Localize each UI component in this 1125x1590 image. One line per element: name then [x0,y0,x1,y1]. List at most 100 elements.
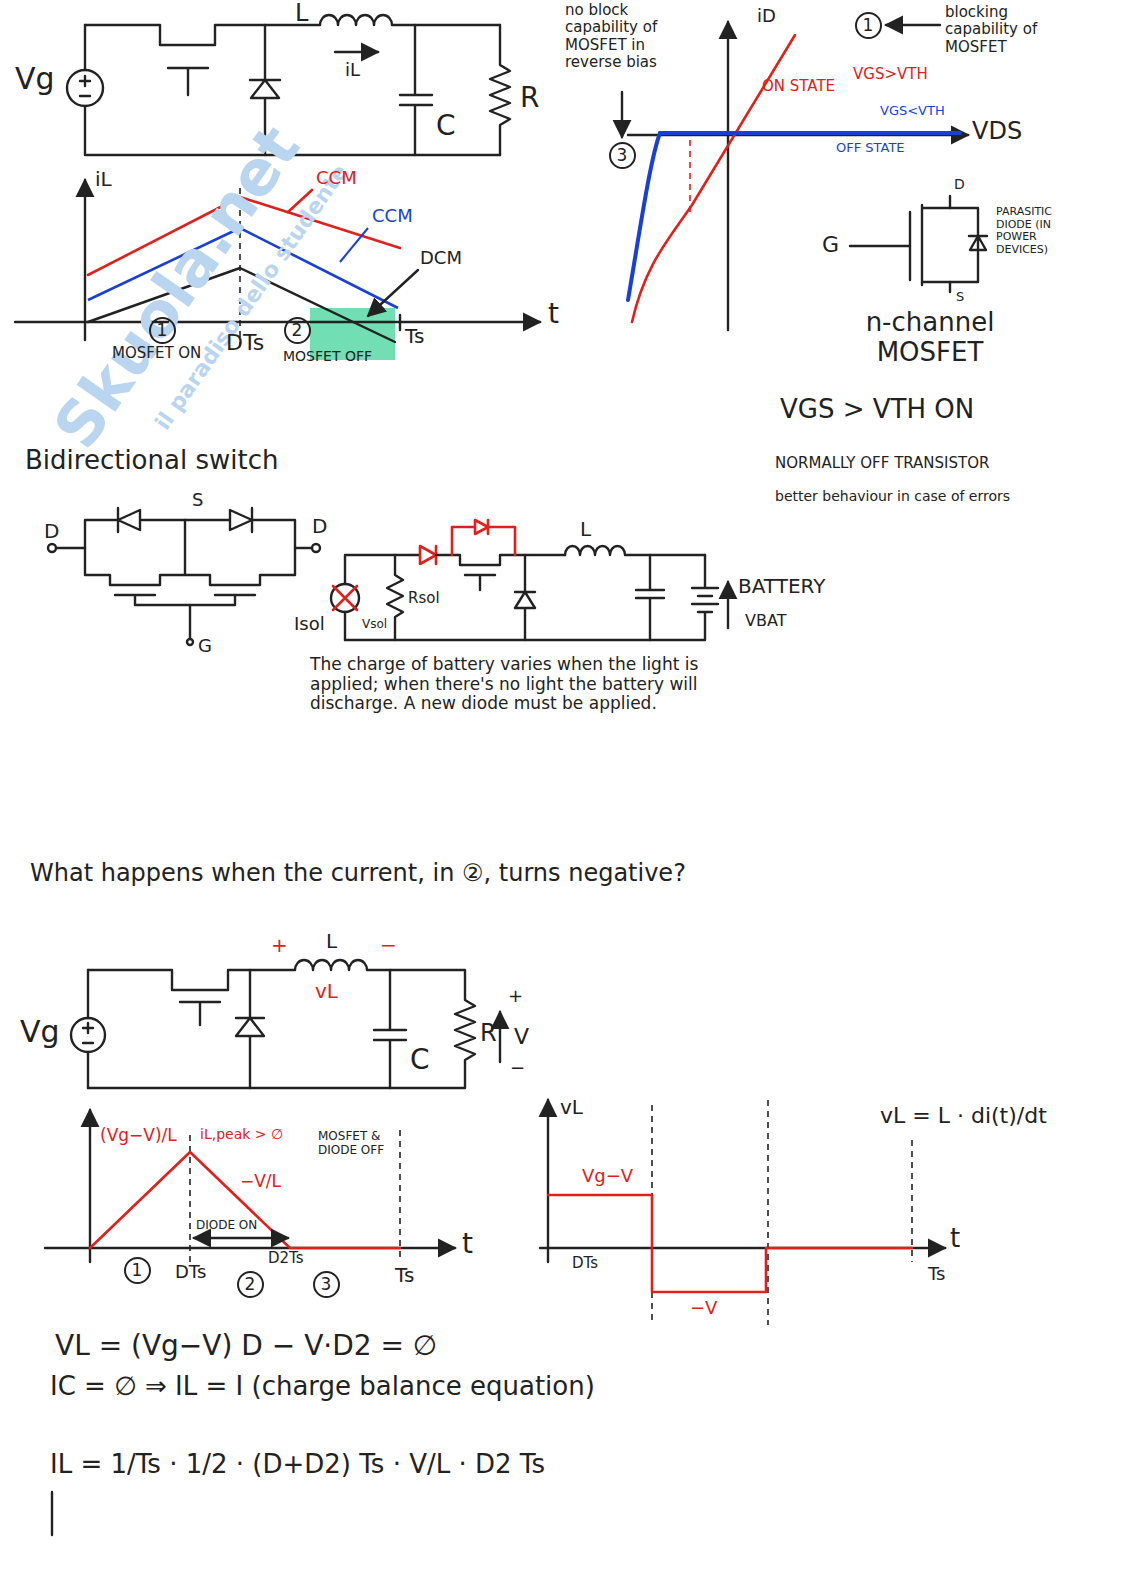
note: NORMALLY OFF TRANSISTOR [775,455,989,472]
drawing-stroke [850,196,950,292]
time-label: Ts [928,1264,945,1285]
pin-name: S [956,290,964,305]
drawing-stroke [83,970,93,1088]
state-label: OFF STATE [836,141,905,156]
solar-charger-circuit [331,520,728,640]
annotation: no block capability of MOSFET in reverse… [565,2,705,71]
axis-label: iL [95,168,112,191]
drawing-stroke [420,546,436,564]
drawing-stroke [368,270,418,316]
mosfet-characteristic [622,22,968,330]
mode-label: CCM [316,168,357,189]
peak-label: iL,peak > ∅ [200,1126,283,1142]
equation: IC = ∅ ⇒ IL = I (charge balance equation… [50,1372,595,1402]
note: better behaviour in case of errors [775,488,1010,504]
mode-label: CCM [372,206,413,227]
drawing-stroke [399,315,401,330]
drawing-stroke [400,25,432,155]
callout-text: 2 [292,322,303,339]
source-label: Vg [20,1015,60,1050]
time-label: D2Ts [268,1250,304,1267]
drawing-stroke [84,180,86,340]
axis-label: iD [757,6,776,27]
signal-name: vL [315,980,338,1003]
state-label: ON STATE [762,78,835,95]
bidirectional-switch [48,508,320,645]
drawing-stroke [628,133,960,300]
drawing-stroke [452,520,515,555]
question: What happens when the current, in ②, tur… [30,860,686,888]
phase-label: MOSFET OFF [283,348,372,364]
current-label: iL [345,60,360,81]
drawing-stroke [548,1195,912,1292]
axis-label: t [548,298,559,330]
callout-number: 2 [237,1271,264,1298]
time-label: Ts [395,1264,414,1287]
callout-number: 3 [313,1271,340,1298]
note: The charge of battery varies when the li… [310,655,700,714]
condition-label: VGS > VTH ON [780,395,974,425]
callout-number: 2 [284,317,311,344]
capacitor-label: C [410,1044,430,1076]
pin-name: G [198,636,212,657]
equation: IL = 1/Ts · 1/2 · (D+D2) Ts · V/L · D2 T… [50,1450,545,1480]
pin-name: D [44,520,59,543]
mosfet-symbol [850,196,987,292]
drawing-stroke [67,70,103,106]
level-label: −V [690,1298,717,1319]
equation: vL = L · di(t)/dt [880,1103,1047,1128]
drawing-stroke [85,15,500,45]
callout-text: 1 [863,17,874,34]
signal-name: Isol [294,614,325,635]
drawing-stroke [180,1002,220,1025]
drawing-stroke [345,555,718,640]
part-name: L [580,518,591,541]
resistor-label: R [520,82,539,114]
drawing-stroke [187,639,193,645]
drawing-stroke [689,140,691,215]
drawing-stroke [636,555,664,640]
annotation: PARASITIC DIODE (IN POWER DEVICES) [996,206,1070,257]
pin-name: G [822,232,839,257]
drawing-stroke [89,1110,91,1262]
drawing-stroke [727,582,729,628]
resistor-label: R [480,1020,497,1048]
equation-bracket [52,1492,53,1535]
vl-waveform [540,1100,945,1325]
il-waveform-dcm [45,1110,455,1265]
mode-label: DCM [420,248,462,269]
drawing-stroke [886,24,940,26]
drawing-stroke [499,1012,501,1062]
pin-name: S [192,490,203,511]
level-label: Vg−V [582,1166,633,1187]
time-label: DTs [175,1262,206,1283]
callout-text: 2 [245,1276,256,1293]
signal-name: VBAT [745,612,786,630]
drawing-stroke [194,1237,288,1239]
callout-text: 3 [617,147,628,164]
drawing-stroke [190,1130,400,1265]
drawing-stroke [436,555,565,590]
drawing-stroke [88,960,475,1088]
drawing-stroke [621,92,623,137]
callout-text: 1 [157,322,168,339]
axis-label: vL [560,1096,583,1119]
slope-label: −V/L [240,1172,281,1192]
buck-circuit-bottom [71,960,500,1088]
drawing-stroke [387,555,403,640]
drawing-stroke [331,584,359,612]
heading: Bidirectional switch [25,446,278,476]
drawing-stroke [90,1152,400,1248]
part-name: L [326,930,337,953]
drawing-stroke [950,208,987,282]
part-name: Rsol [408,590,440,607]
part-name: BATTERY [738,575,825,598]
drawing-stroke [374,970,406,1088]
drawing-stroke [236,970,264,1088]
drawing-stroke [335,51,378,53]
drawing-stroke [168,68,208,95]
callout-number: 1 [124,1257,151,1284]
callout-text: 1 [132,1262,143,1279]
equation: VL = (Vg−V) D − V·D2 = ∅ [55,1330,437,1362]
